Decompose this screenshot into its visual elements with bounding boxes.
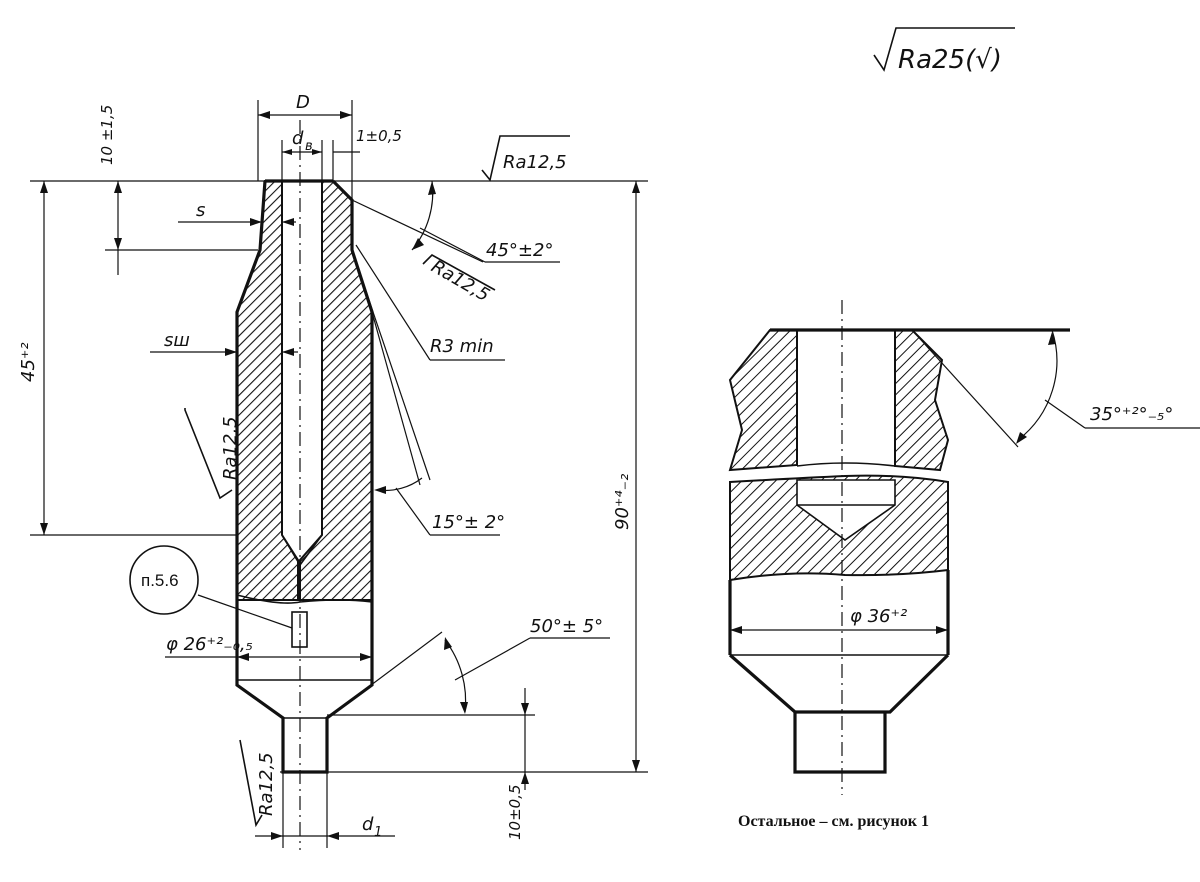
dia-26: φ 26⁺²₋₀,₅ (166, 634, 253, 655)
ra-top: Ra12,5 (503, 152, 567, 173)
dim-10-top: 10 ±1,5 (98, 105, 116, 165)
dim-10-bottom: 10±0,5 (506, 784, 524, 840)
dim-dv-sub: в (305, 139, 313, 154)
dim-dv: d (292, 128, 304, 149)
general-roughness-mark: Ra25(√) (873, 27, 1015, 75)
dim-1: 1±0,5 (356, 127, 402, 145)
ra-bottom: Ra12,5 (256, 752, 277, 816)
angle-15: 15°± 2° (432, 512, 505, 533)
dim-45: 45⁺² (18, 342, 39, 382)
dim-d1-sub: 1 (374, 825, 382, 840)
marking-area (291, 611, 308, 648)
left-view: D d в 1±0,5 10 ±1,5 Ra12,5 s sш (18, 92, 648, 850)
upper-right-wall (894, 329, 950, 472)
wall-right-section (299, 180, 373, 601)
wall-left-section (236, 180, 299, 601)
dim-D: D (296, 92, 310, 113)
ref-clause: п.5.6 (141, 571, 179, 590)
dim-d1: d (362, 814, 374, 835)
ref-circle (129, 545, 199, 615)
ra-slant: Ra12,5 (428, 256, 494, 306)
ra-side: Ra12,5 (220, 416, 241, 480)
angle-45: 45°±2° (486, 240, 553, 261)
right-view: φ 36⁺² 35°⁺²°₋₅° Остальное – см. рисунок… (728, 300, 1200, 830)
upper-left-wall (728, 329, 798, 472)
dim-90: 90⁺⁴₋₂ (612, 474, 633, 530)
caption: Остальное – см. рисунок 1 (738, 813, 929, 830)
r3-min: R3 min (430, 336, 494, 357)
dim-sw: sш (164, 330, 190, 351)
dia-36: φ 36⁺² (850, 606, 907, 627)
dim-s: s (196, 200, 205, 221)
angle-35: 35°⁺²°₋₅° (1090, 404, 1173, 425)
general-roughness-label: Ra25(√) (898, 45, 1002, 75)
angle-50: 50°± 5° (530, 616, 603, 637)
